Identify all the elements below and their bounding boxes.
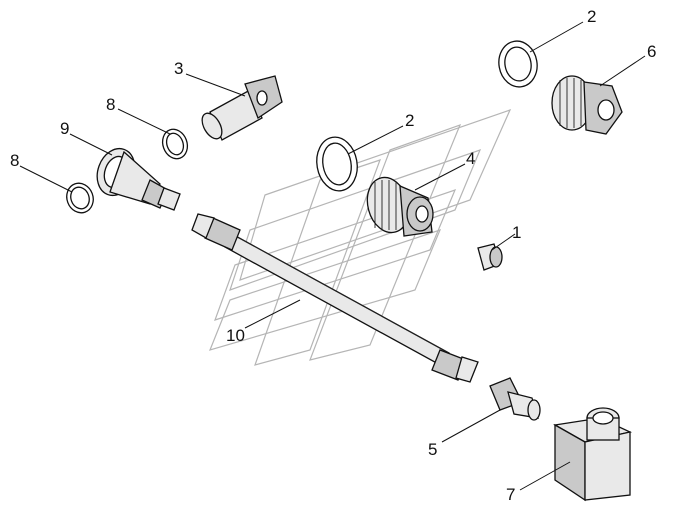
fitting-part-1 <box>477 243 503 271</box>
connector-part-5 <box>489 377 541 421</box>
callout-5: 5 <box>428 440 437 459</box>
callout-10: 10 <box>226 326 245 345</box>
leader-lines <box>19 21 646 491</box>
callout-8-lower: 8 <box>10 151 19 170</box>
callout-9: 9 <box>60 119 69 138</box>
plug-part-6 <box>551 75 623 135</box>
callout-4: 4 <box>466 149 475 168</box>
callout-2-middle: 2 <box>405 111 414 130</box>
block-tee-part-7 <box>553 407 633 502</box>
pipe-part-10 <box>191 213 479 383</box>
banjo-bolt-part-3 <box>201 75 283 141</box>
callout-3: 3 <box>174 59 183 78</box>
callout-7: 7 <box>506 485 515 504</box>
callout-1: 1 <box>512 223 521 242</box>
adapter-part-4 <box>366 176 434 237</box>
callout-2-top: 2 <box>587 7 596 26</box>
callout-8-upper: 8 <box>106 95 115 114</box>
callout-6: 6 <box>647 42 656 61</box>
banjo-fitting-part-9 <box>96 147 181 211</box>
